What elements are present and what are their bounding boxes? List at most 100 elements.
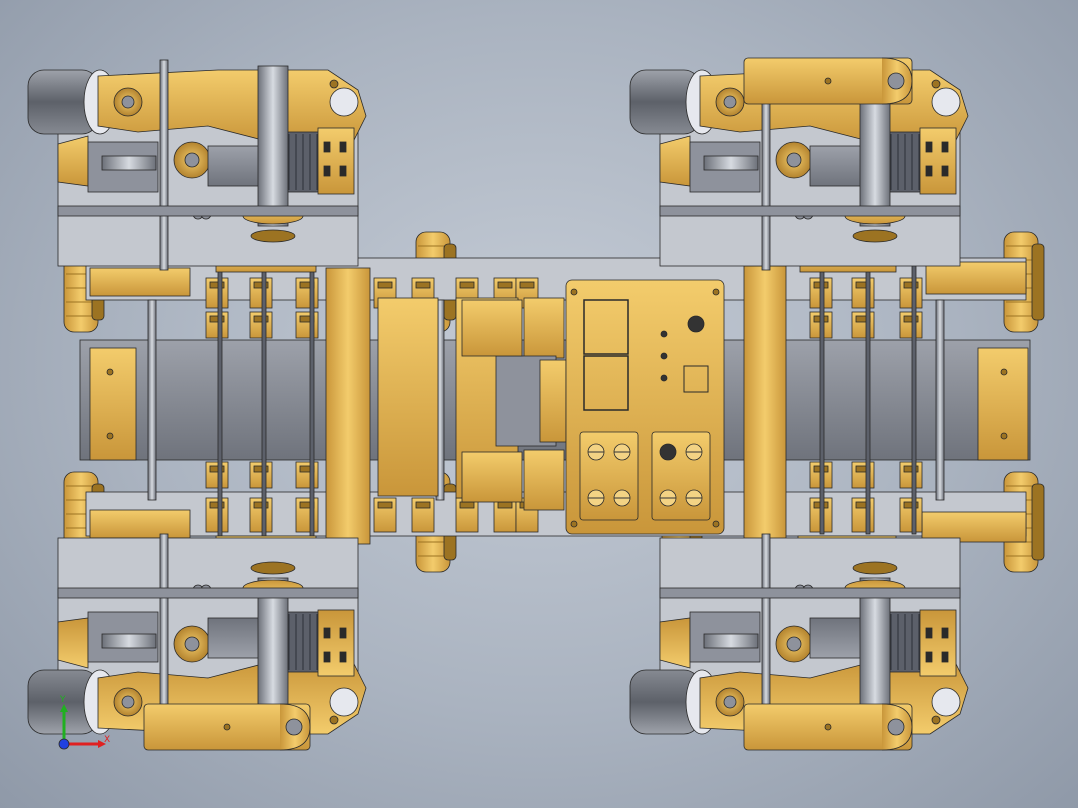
lower-bracket bbox=[57, 135, 89, 187]
bearing-disc bbox=[931, 87, 961, 117]
vertical-link bbox=[911, 261, 917, 535]
guide-rod bbox=[935, 299, 945, 501]
bearing-disc bbox=[931, 687, 961, 717]
lift-plate-left bbox=[325, 267, 371, 545]
rail-clamp bbox=[295, 461, 319, 489]
bolt bbox=[223, 723, 231, 731]
gear-hub bbox=[786, 636, 802, 652]
wheel-hub bbox=[1031, 243, 1045, 321]
servo-body bbox=[207, 617, 265, 659]
rail-clamp bbox=[249, 311, 273, 339]
wheel-hub bbox=[1031, 483, 1045, 561]
servo-body bbox=[207, 145, 265, 187]
connector-slot bbox=[683, 365, 709, 393]
rail-clamp bbox=[899, 497, 923, 533]
top-right-cover bbox=[743, 57, 913, 105]
lower-bracket bbox=[659, 617, 691, 669]
clamp-slot bbox=[497, 501, 513, 509]
bottom-rail bbox=[659, 205, 961, 217]
servo-body bbox=[809, 617, 867, 659]
lift-plate-right bbox=[743, 265, 787, 543]
rail-clamp bbox=[851, 497, 875, 533]
clamp-slot bbox=[209, 281, 225, 289]
shaft-flange bbox=[250, 561, 296, 575]
end-bracket bbox=[919, 609, 957, 677]
bottom-rail bbox=[57, 205, 359, 217]
lower-bracket bbox=[659, 135, 691, 187]
leg-module-bottom-left bbox=[27, 533, 367, 745]
bolt bbox=[931, 715, 941, 725]
small-hole bbox=[660, 330, 668, 338]
rail-clamp bbox=[373, 497, 397, 533]
center-control-panel bbox=[565, 279, 725, 535]
side-block bbox=[523, 297, 565, 359]
vertical-link bbox=[309, 263, 315, 537]
small-hole bbox=[660, 374, 668, 382]
clamp-slot bbox=[209, 315, 225, 323]
slot bbox=[323, 651, 331, 663]
clamp-slot bbox=[209, 465, 225, 473]
bottom-left-cover bbox=[143, 703, 311, 751]
bolt bbox=[329, 715, 339, 725]
rail-block-bottom-right bbox=[921, 511, 1027, 543]
slot bbox=[339, 627, 347, 639]
clamp-slot bbox=[903, 501, 919, 509]
slot bbox=[323, 627, 331, 639]
bolt bbox=[570, 520, 578, 528]
rail-clamp bbox=[249, 497, 273, 533]
clamp-slot bbox=[377, 501, 393, 509]
leg-module-top-left bbox=[27, 59, 367, 271]
bottom-right-cover bbox=[743, 703, 913, 751]
bearing-disc bbox=[329, 687, 359, 717]
axis-triad: XY bbox=[58, 695, 110, 750]
pulley-axle bbox=[723, 695, 737, 709]
rail-clamp bbox=[249, 277, 273, 309]
rail-clamp bbox=[205, 277, 229, 309]
vertical-link bbox=[865, 261, 871, 535]
clamp-slot bbox=[903, 315, 919, 323]
slot bbox=[323, 165, 331, 177]
rail-clamp bbox=[899, 461, 923, 489]
drive-shaft bbox=[703, 633, 759, 649]
x-axis-label: X bbox=[104, 735, 110, 745]
bolt bbox=[1000, 368, 1008, 376]
end-block-right bbox=[977, 347, 1029, 461]
clamp-slot bbox=[253, 465, 269, 473]
end-bracket bbox=[317, 127, 355, 195]
slot bbox=[941, 627, 949, 639]
leg-module-top-right bbox=[629, 59, 969, 271]
clamp-slot bbox=[519, 281, 535, 289]
socket-block-right bbox=[651, 431, 711, 521]
bolt bbox=[712, 520, 720, 528]
end-bracket bbox=[317, 609, 355, 677]
display-window bbox=[583, 355, 629, 411]
rail-clamp bbox=[205, 311, 229, 339]
clamp-slot bbox=[497, 281, 513, 289]
rail-block-top-right bbox=[925, 261, 1027, 295]
y-axis-label: Y bbox=[59, 695, 66, 705]
bolt bbox=[1000, 432, 1008, 440]
vertical-link bbox=[217, 263, 223, 537]
clamp-slot bbox=[903, 465, 919, 473]
slot bbox=[323, 141, 331, 153]
inner-gold-plate bbox=[539, 359, 567, 443]
bolt bbox=[329, 79, 339, 89]
slot bbox=[941, 165, 949, 177]
side-block bbox=[377, 297, 439, 497]
rail-clamp bbox=[411, 497, 435, 533]
lower-inner-block bbox=[461, 451, 523, 503]
lower-bracket bbox=[57, 617, 89, 669]
gear-hub bbox=[184, 152, 200, 168]
drive-shaft bbox=[101, 633, 157, 649]
y-axis-head bbox=[60, 704, 68, 712]
rail-clamp bbox=[851, 277, 875, 309]
gear-hub bbox=[786, 152, 802, 168]
thin-shaft bbox=[159, 59, 169, 271]
socket-block-left bbox=[579, 431, 639, 521]
rail-clamp bbox=[455, 497, 479, 533]
z-axis-dot bbox=[58, 738, 70, 750]
clamp-slot bbox=[209, 501, 225, 509]
small-hole bbox=[660, 352, 668, 360]
